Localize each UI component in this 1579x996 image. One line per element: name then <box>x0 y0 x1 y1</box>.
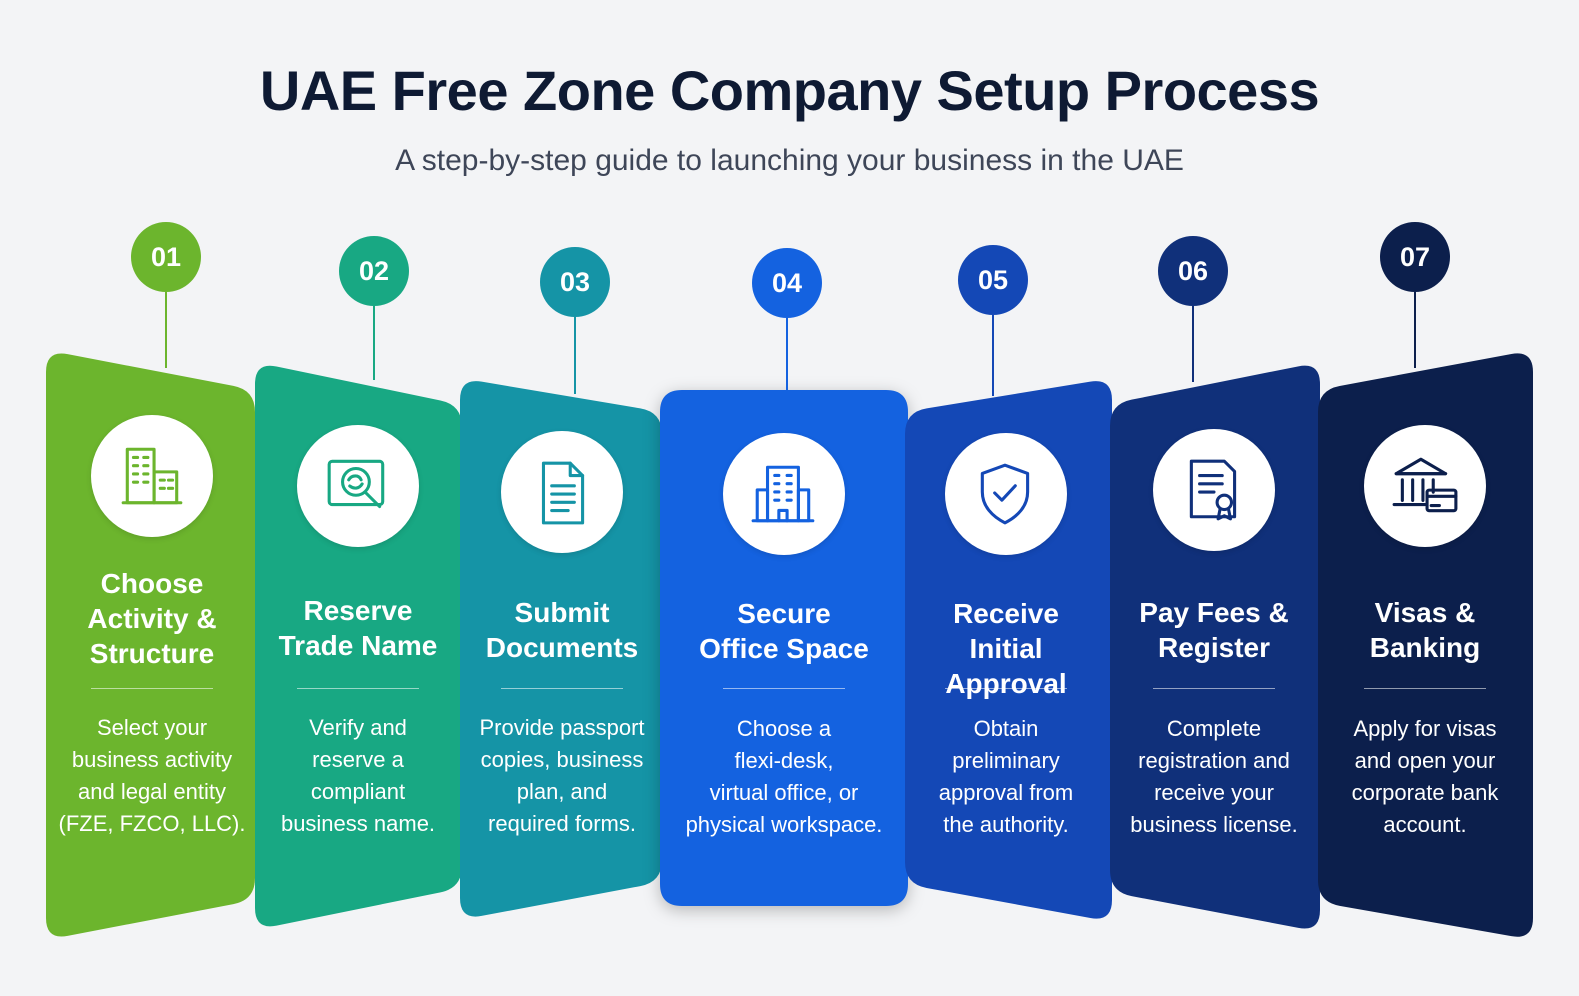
step-divider <box>945 688 1067 689</box>
step-description-line: flexi-desk, <box>734 748 834 773</box>
document-icon <box>541 461 585 525</box>
step-number-badge: 04 <box>752 248 822 318</box>
step-description-line: Choose a <box>736 716 832 741</box>
step-title-line: Documents <box>485 632 639 663</box>
step-divider <box>501 688 623 689</box>
shield-check-icon <box>980 463 1030 525</box>
step-icon-circle <box>91 415 213 537</box>
step-icon-circle <box>723 433 845 555</box>
step-description-line: approval from <box>938 780 1074 805</box>
step-description-line: Apply for visas <box>1353 716 1497 741</box>
step-description-line: corporate bank <box>1351 780 1499 805</box>
step-title: Pay Fees & Register <box>1114 595 1314 665</box>
step-description-line: receive your <box>1154 780 1274 805</box>
step-description: Choose a flexi-desk, virtual office, or phy… <box>684 713 884 841</box>
step-title-line: Visas & <box>1374 597 1476 628</box>
step-connector <box>786 318 788 392</box>
step-title-line: Structure <box>89 638 215 669</box>
step-number-badge: 07 <box>1380 222 1450 292</box>
step-description-line: preliminary <box>952 748 1060 773</box>
step-number-badge: 03 <box>540 247 610 317</box>
step-description-line: required forms. <box>488 811 636 836</box>
step-connector <box>1192 306 1194 382</box>
step-description-line: compliant <box>310 779 406 804</box>
step-divider <box>723 688 845 689</box>
step-divider <box>1153 688 1275 689</box>
office-building-icon <box>751 465 815 523</box>
step-connector <box>165 292 167 368</box>
step-title-line: Reserve <box>303 595 413 626</box>
step-number-badge: 02 <box>339 236 409 306</box>
step-description-line: plan, and <box>516 779 608 804</box>
step-title-line: Submit <box>514 597 610 628</box>
step-divider <box>1364 688 1486 689</box>
step-description-line: Provide passport <box>479 715 645 740</box>
step-description-line: Verify and <box>309 715 407 740</box>
step-title: Visas & Banking <box>1325 595 1525 665</box>
step-description-line: reserve a <box>312 747 404 772</box>
step-title-line: Pay Fees & <box>1139 597 1289 628</box>
step-description-line: registration and <box>1138 748 1290 773</box>
step-connector <box>1414 292 1416 368</box>
step-icon-circle <box>945 433 1067 555</box>
page-title: UAE Free Zone Company Setup Process <box>259 59 1320 122</box>
page-subtitle: A step-by-step guide to launching your b… <box>395 144 1184 177</box>
step-title-line: Choose <box>100 568 204 599</box>
bank-card-icon <box>1392 457 1458 513</box>
step-connector <box>992 315 994 396</box>
step-title-line: Receive <box>953 598 1059 629</box>
step-icon-circle <box>1153 429 1275 551</box>
step-icon-circle <box>297 425 419 547</box>
step-description-line: physical workspace. <box>685 812 883 837</box>
step-title-line: Activity & <box>87 603 217 634</box>
step-description: Complete registration and receive your busi… <box>1114 713 1314 841</box>
step-description-line: account. <box>1383 812 1467 837</box>
step-description-line: business license. <box>1130 812 1298 837</box>
step-description: Provide passport copies, business plan, an… <box>462 712 662 840</box>
step-description-line: copies, business <box>480 747 644 772</box>
step-title-line: Office Space <box>699 633 869 664</box>
step-number-badge: 01 <box>131 222 201 292</box>
step-title-line: Register <box>1157 632 1271 663</box>
step-description-line: and legal entity <box>78 779 226 804</box>
step-description: Select your business activity and legal en… <box>52 712 252 840</box>
step-description-line: business name. <box>280 811 436 836</box>
step-number-badge: 05 <box>958 245 1028 315</box>
step-number-badge: 06 <box>1158 236 1228 306</box>
step-description-line: the authority. <box>943 812 1069 837</box>
building-icon <box>121 447 183 505</box>
step-description-line: Select your <box>96 715 208 740</box>
step-divider <box>297 688 419 689</box>
step-title-line: Banking <box>1369 632 1481 663</box>
step-title-line: Trade Name <box>278 630 438 661</box>
step-description: Apply for visas and open your corporate ba… <box>1325 713 1525 841</box>
certificate-icon <box>1189 459 1237 521</box>
step-divider <box>91 688 213 689</box>
step-connector <box>574 317 576 394</box>
step-description-line: and open your <box>1354 748 1496 773</box>
step-description-line: Obtain <box>973 716 1039 741</box>
step-description: Verify and reserve a compliant business nam… <box>258 712 458 840</box>
step-description-line: (FZE, FZCO, LLC). <box>58 811 246 836</box>
step-icon-circle <box>501 431 623 553</box>
step-connector <box>373 306 375 380</box>
step-title-line: Secure <box>737 598 831 629</box>
step-description-line: virtual office, or <box>709 780 859 805</box>
name-search-icon <box>327 459 385 509</box>
step-title-line: Initial Approval <box>945 633 1067 699</box>
step-card-04 <box>660 390 908 906</box>
step-description-line: business activity <box>71 747 233 772</box>
step-description: Obtain preliminary approval from the author… <box>906 713 1106 841</box>
step-icon-circle <box>1364 425 1486 547</box>
step-description-line: Complete <box>1166 716 1262 741</box>
